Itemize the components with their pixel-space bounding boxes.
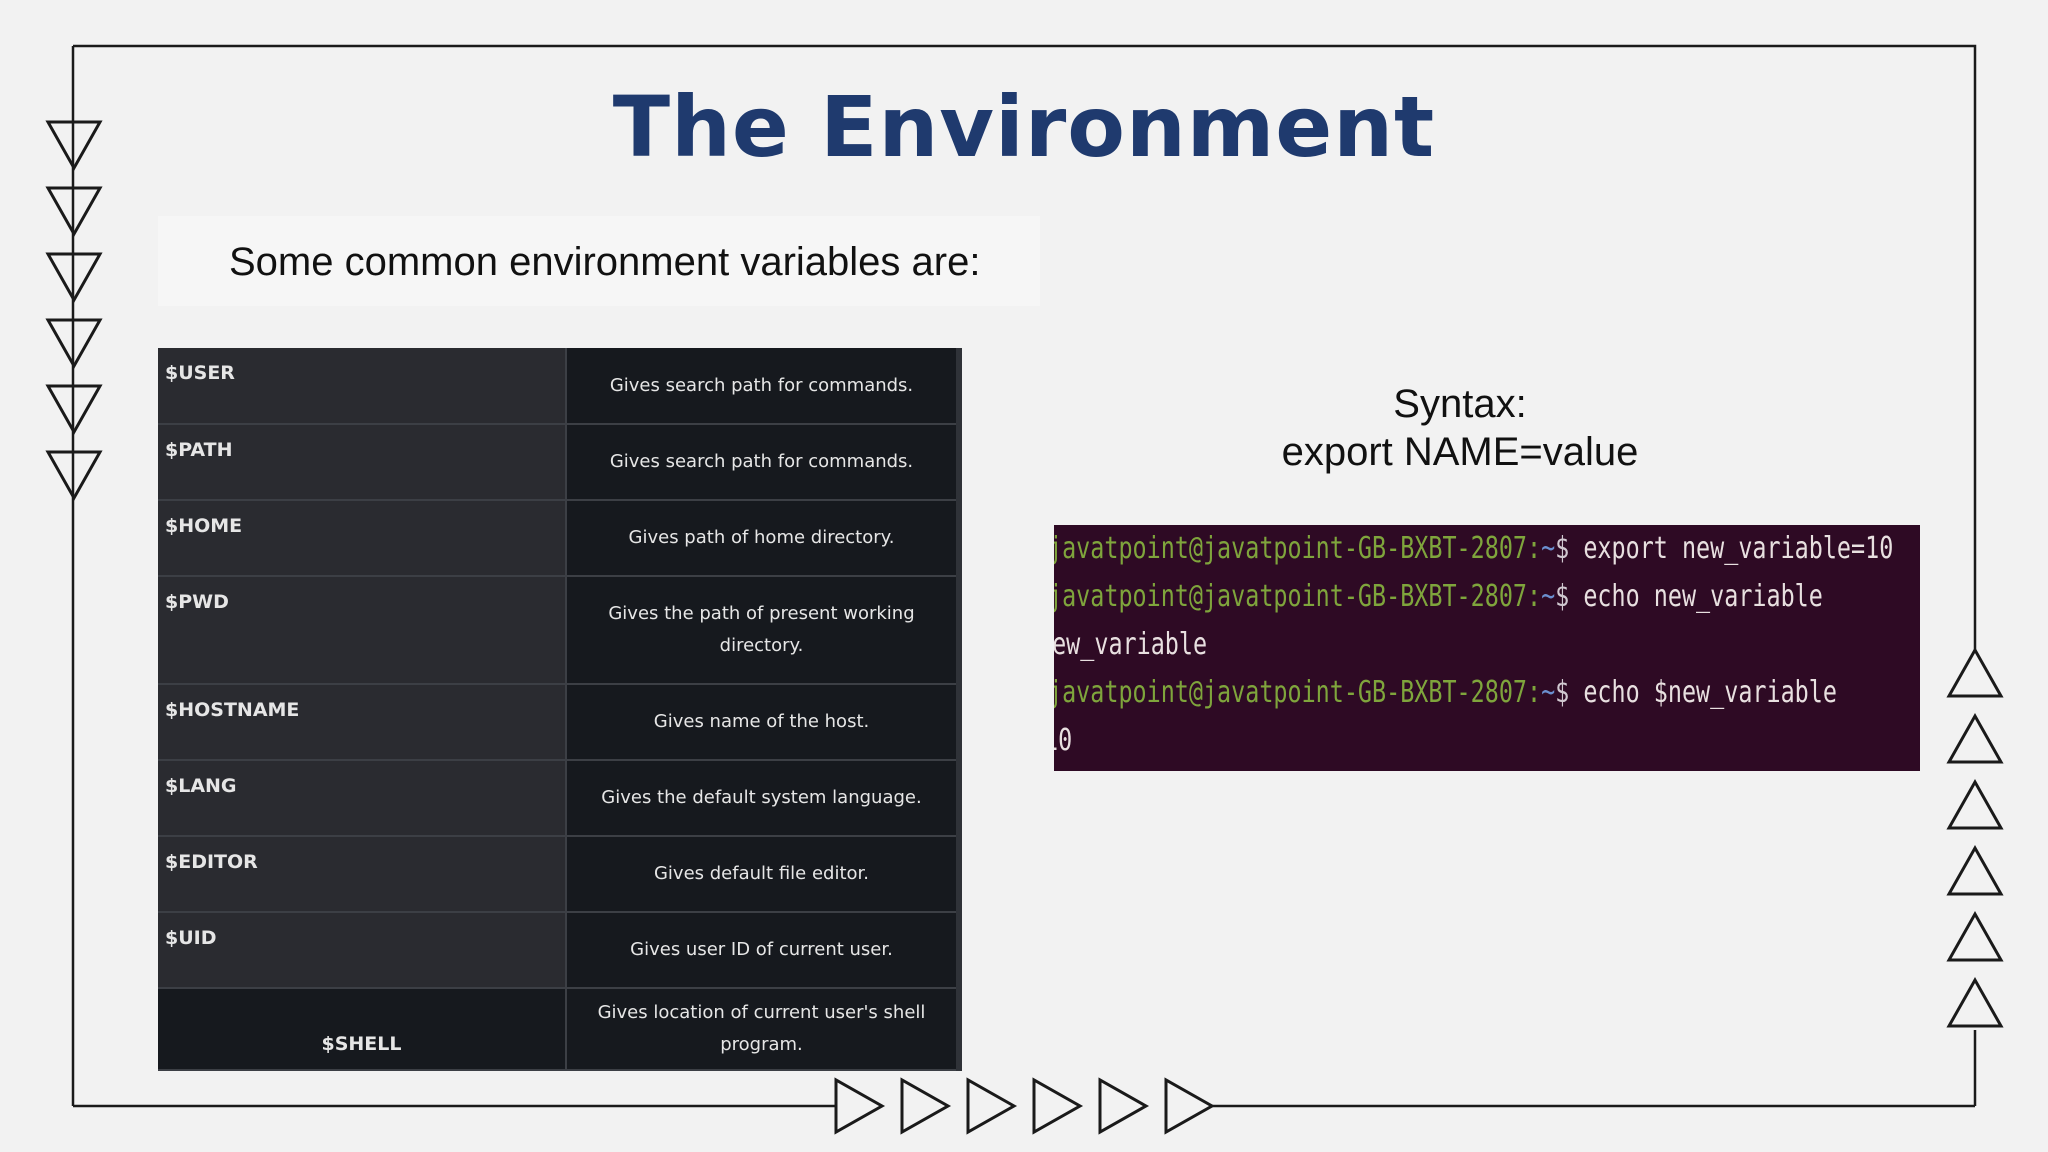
var-name-cell: $UID <box>158 912 567 989</box>
terminal-line: javatpoint@javatpoint-GB-BXBT-2807:~$ ec… <box>1054 579 1823 625</box>
var-desc-cell: Gives default file editor. <box>566 836 962 913</box>
terminal-prompt: javatpoint@javatpoint-GB-BXBT-2807: <box>1054 579 1542 614</box>
down-triangle-icon <box>45 186 103 238</box>
right-triangle-icon <box>1098 1077 1150 1135</box>
terminal-path: ~ <box>1541 531 1556 566</box>
intro-text: Some common environment variables are: <box>229 240 981 284</box>
terminal-symbol: $ <box>1555 675 1570 710</box>
right-triangle-icon <box>834 1077 886 1135</box>
env-variables-table: $USER Gives search path for commands. $P… <box>158 348 962 1071</box>
terminal-output: 10 <box>1054 723 1073 758</box>
syntax-label: Syntax: <box>1393 382 1527 426</box>
right-triangle-icon <box>1032 1077 1084 1135</box>
terminal-line: javatpoint@javatpoint-GB-BXBT-2807:~$ ex… <box>1054 531 1893 577</box>
right-triangle-icon <box>900 1077 952 1135</box>
table-row: $PWD Gives the path of present working d… <box>158 576 962 685</box>
table-row: $SHELL Gives location of current user's … <box>158 988 962 1071</box>
down-triangle-icon <box>45 120 103 172</box>
up-triangles <box>1946 646 2004 1028</box>
terminal-path: ~ <box>1541 579 1556 614</box>
table-row: $HOME Gives path of home directory. <box>158 500 962 577</box>
var-desc-cell: Gives location of current user's shell p… <box>566 988 962 1071</box>
right-triangles <box>834 1077 1216 1135</box>
table-row: $LANG Gives the default system language. <box>158 760 962 837</box>
up-triangle-icon <box>1946 712 2004 764</box>
var-desc-cell: Gives search path for commands. <box>566 424 962 501</box>
down-triangles <box>45 120 103 502</box>
table-row: $HOSTNAME Gives name of the host. <box>158 684 962 761</box>
terminal-line: javatpoint@javatpoint-GB-BXBT-2807:~$ ec… <box>1054 675 1837 721</box>
down-triangle-icon <box>45 318 103 370</box>
syntax-block: Syntax: export NAME=value <box>1260 380 1660 476</box>
slide-title: The Environment <box>612 78 1436 176</box>
var-name-cell: $EDITOR <box>158 836 567 913</box>
down-triangle-icon <box>45 384 103 436</box>
var-name-cell: $USER <box>158 348 567 425</box>
terminal-command: echo $new_variable <box>1569 675 1837 710</box>
table-row: $USER Gives search path for commands. <box>158 348 962 425</box>
terminal-symbol: $ <box>1555 579 1570 614</box>
frame-line-top-right <box>73 44 1977 650</box>
table-row: $PATH Gives search path for commands. <box>158 424 962 501</box>
terminal-symbol: $ <box>1555 531 1570 566</box>
var-name-cell: $PWD <box>158 576 567 685</box>
down-triangle-icon <box>45 252 103 304</box>
var-name-cell: $SHELL <box>158 988 567 1071</box>
right-triangle-icon <box>966 1077 1018 1135</box>
var-name-cell: $PATH <box>158 424 567 501</box>
right-triangle-icon <box>1164 1077 1216 1135</box>
var-name-cell: $HOME <box>158 500 567 577</box>
terminal-path: ~ <box>1541 675 1556 710</box>
terminal-prompt: javatpoint@javatpoint-GB-BXBT-2807: <box>1054 675 1542 710</box>
intro-background <box>158 216 1040 306</box>
syntax-command: export NAME=value <box>1281 430 1639 474</box>
table-row: $EDITOR Gives default file editor. <box>158 836 962 913</box>
terminal-command: export new_variable=10 <box>1569 531 1894 566</box>
up-triangle-icon <box>1946 976 2004 1028</box>
up-triangle-icon <box>1946 646 2004 698</box>
up-triangle-icon <box>1946 778 2004 830</box>
var-desc-cell: Gives search path for commands. <box>566 348 962 425</box>
up-triangle-icon <box>1946 910 2004 962</box>
terminal-line: new_variable <box>1054 627 1207 673</box>
var-desc-cell: Gives path of home directory. <box>566 500 962 577</box>
var-desc-cell: Gives name of the host. <box>566 684 962 761</box>
var-desc-cell: Gives the default system language. <box>566 760 962 837</box>
terminal-prompt: javatpoint@javatpoint-GB-BXBT-2807: <box>1054 531 1542 566</box>
terminal-screenshot: javatpoint@javatpoint-GB-BXBT-2807:~$ ex… <box>1054 525 1920 771</box>
terminal-output: new_variable <box>1054 627 1208 662</box>
down-triangle-icon <box>45 450 103 502</box>
terminal-command: echo new_variable <box>1569 579 1823 614</box>
table-row: $UID Gives user ID of current user. <box>158 912 962 989</box>
var-name-cell: $HOSTNAME <box>158 684 567 761</box>
terminal-line: 10 <box>1054 723 1072 769</box>
var-desc-cell: Gives the path of present working direct… <box>566 576 962 685</box>
var-name-cell: $LANG <box>158 760 567 837</box>
var-desc-cell: Gives user ID of current user. <box>566 912 962 989</box>
up-triangle-icon <box>1946 844 2004 896</box>
